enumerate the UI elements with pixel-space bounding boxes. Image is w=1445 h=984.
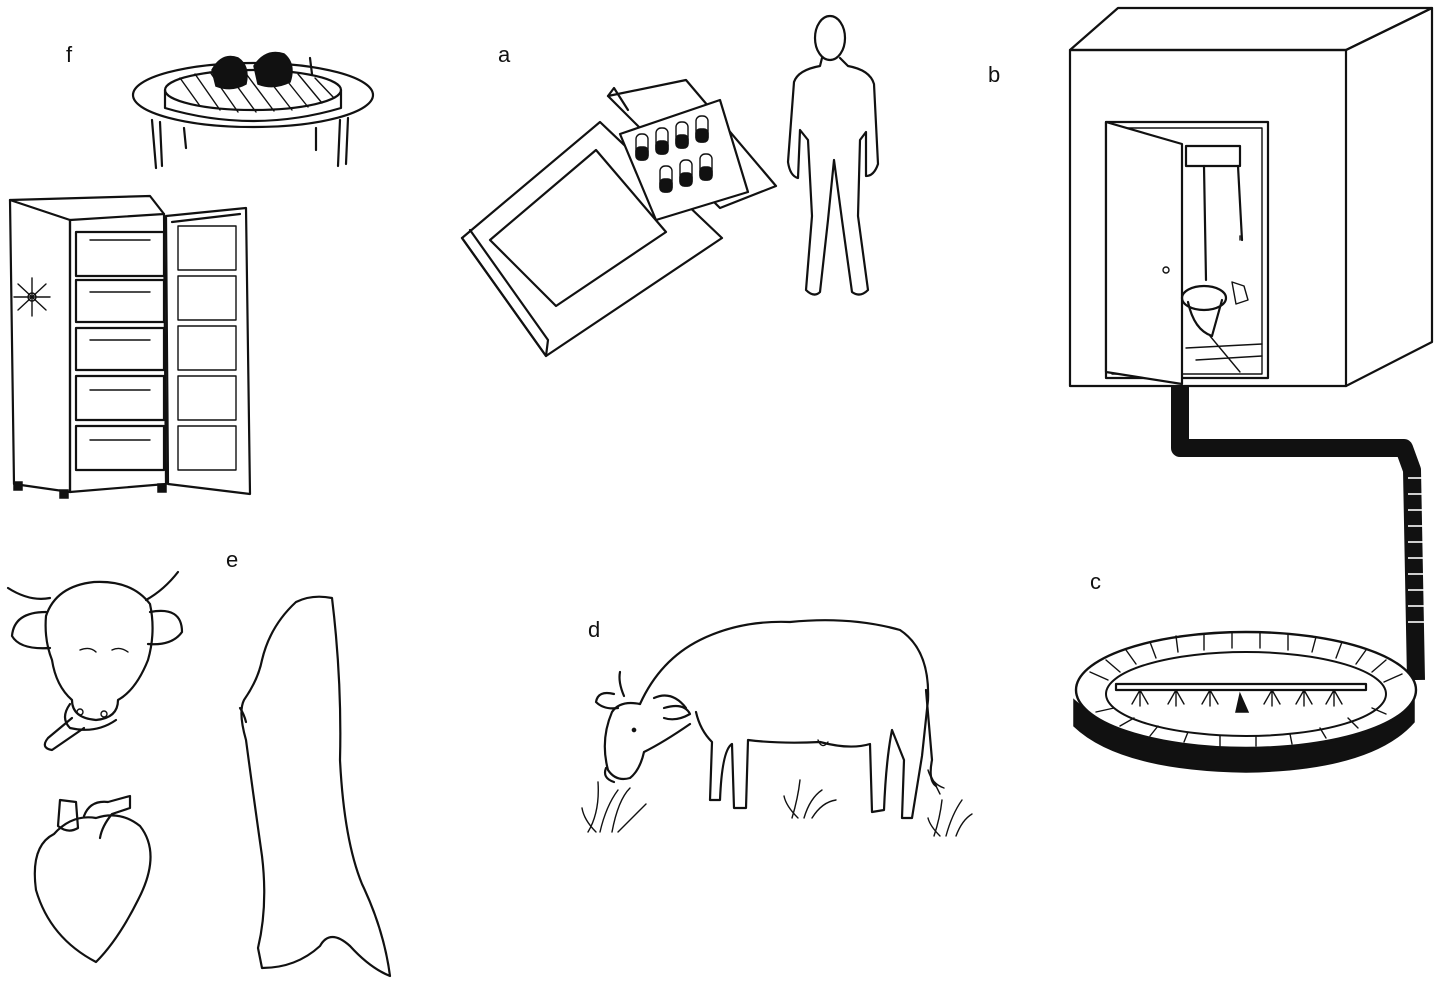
snowflake-icon [14,278,50,316]
grazing-cow-icon [596,620,944,818]
pill-packet-icon [462,80,776,356]
carcass-icon [240,597,390,976]
freezer-icon [10,196,250,498]
cow-head-icon [8,572,182,750]
sprinkler-bed-icon [1074,632,1416,772]
grill-icon [133,53,373,169]
toilet-house-icon [1070,8,1432,386]
person-icon [788,16,878,295]
heart-icon [35,796,151,962]
